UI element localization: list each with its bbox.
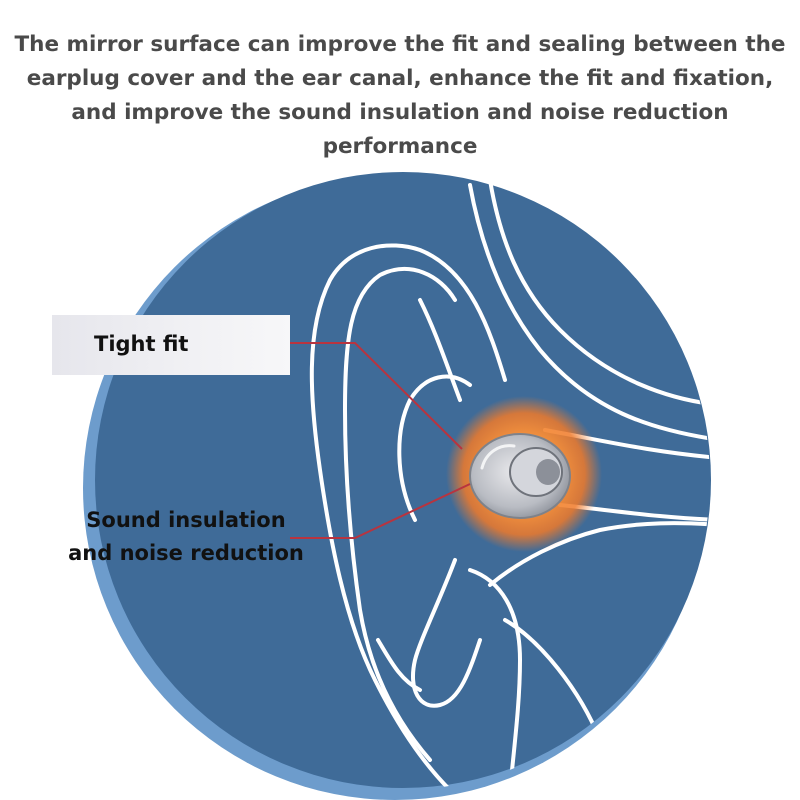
sound-label-line-1: Sound insulation [86,508,286,532]
sound-insulation-label: Sound insulation and noise reduction [60,504,312,570]
earplug-icon [446,396,602,552]
sound-leader [290,483,471,539]
tight-fit-label: Tight fit [94,332,189,356]
headline: The mirror surface can improve the fit a… [14,32,786,159]
tight-fit-label-box [52,315,290,375]
sound-label-line-2: and noise reduction [68,541,304,565]
